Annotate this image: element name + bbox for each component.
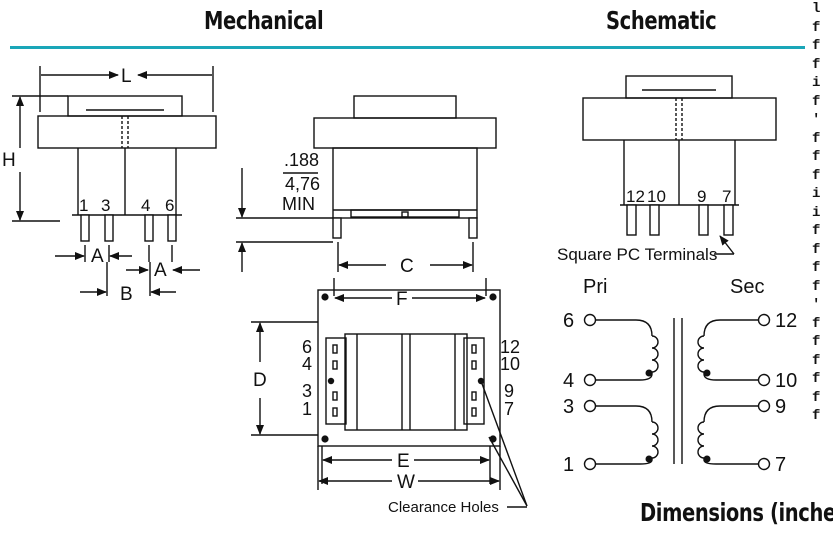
pri-pin-label: 3	[563, 396, 574, 418]
schematic-view	[582, 75, 777, 255]
pin-label: 9	[697, 187, 706, 206]
mechanical-heading: Mechanical	[204, 6, 324, 35]
pri-pin-label: 6	[563, 310, 574, 332]
top-view-labels: F D E W 6 4 3 1 12 10 9 7 Clearance Hole…	[253, 289, 520, 516]
front-view-labels: .188 4,76 MIN C	[282, 150, 414, 277]
pin-label: 1	[79, 196, 88, 215]
transformer-schematic	[583, 313, 771, 471]
side-view-pin-labels: 1 3 4 6	[79, 196, 174, 215]
pri-pin-label: 1	[563, 454, 574, 476]
top-view-holes	[321, 293, 497, 443]
secondary-label: Sec	[730, 276, 764, 298]
dimensions-heading: Dimensions (inches)	[640, 498, 833, 527]
clearance-holes-label: Clearance Holes	[388, 499, 499, 516]
pin-label: 12	[500, 337, 520, 357]
dim-F-label: F	[396, 289, 408, 310]
pin-label: 3	[101, 196, 110, 215]
sec-pin-label: 10	[775, 370, 797, 392]
dim-D-label: D	[253, 370, 267, 391]
pin-label: 10	[647, 187, 666, 206]
cropped-edge-text: l f f f i f ' f f f i i f f f f ' f f f …	[812, 1, 821, 424]
standoff-inch: .188	[284, 150, 319, 170]
front-view	[236, 95, 497, 272]
sec-pin-label: 9	[775, 396, 786, 418]
pin-label: 7	[722, 187, 731, 206]
dim-L-label: L	[121, 66, 132, 87]
pin-label: 12	[626, 187, 645, 206]
pin-label: 3	[302, 381, 312, 401]
pri-pin-label: 4	[563, 370, 574, 392]
dim-B-label: B	[120, 284, 133, 305]
dim-C-label: C	[400, 256, 414, 277]
pin-label: 4	[141, 196, 150, 215]
winding-dots	[645, 369, 711, 463]
dim-A-right-label: A	[154, 260, 167, 281]
dim-H-label: H	[2, 150, 16, 171]
transformer-labels: Pri Sec 6 4 3 1 12 10 9 7	[563, 276, 797, 476]
square-pc-terminals-label: Square PC Terminals	[557, 245, 717, 264]
section-divider	[10, 46, 805, 49]
pin-label: 10	[500, 354, 520, 374]
top-view	[251, 278, 528, 508]
schematic-view-labels: 12 10 9 7 Square PC Terminals	[557, 187, 731, 264]
pin-label: 4	[302, 354, 312, 374]
pin-label: 6	[302, 337, 312, 357]
primary-label: Pri	[583, 276, 607, 298]
pin-label: 7	[504, 399, 514, 419]
pin-label: 1	[302, 399, 312, 419]
standoff-min: MIN	[282, 194, 315, 214]
sec-pin-label: 7	[775, 454, 786, 476]
side-view	[12, 66, 217, 296]
pin-label: 9	[504, 381, 514, 401]
sec-pin-label: 12	[775, 310, 797, 332]
side-view-labels: L H A A B	[2, 66, 167, 305]
schematic-heading: Schematic	[606, 6, 717, 35]
dim-W-label: W	[397, 472, 415, 493]
pin-label: 6	[165, 196, 174, 215]
standoff-mm: 4,76	[285, 174, 320, 194]
dim-E-label: E	[397, 451, 410, 472]
dim-A-left-label: A	[91, 246, 104, 267]
